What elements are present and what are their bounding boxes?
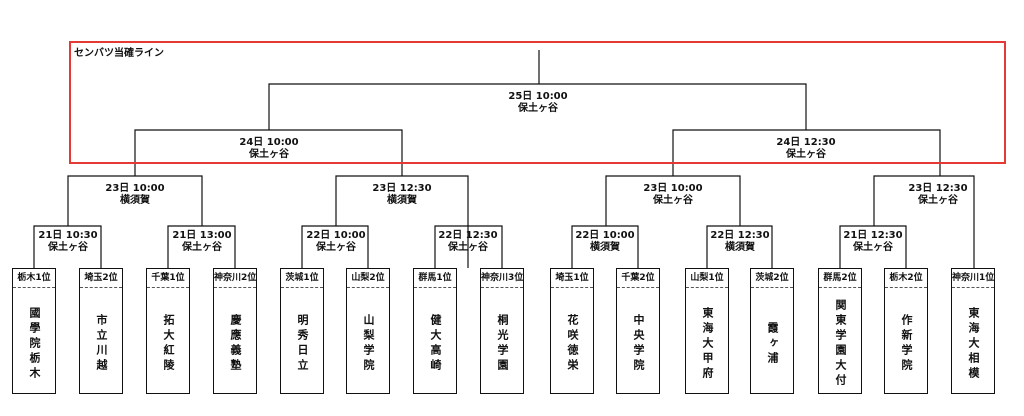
match-venue: 保土ヶ谷: [786, 149, 826, 160]
team-pref: 群馬1位: [414, 269, 456, 288]
senbatsu-line-label: センバツ当確ライン: [74, 48, 164, 59]
team-pref: 山梨2位: [347, 269, 389, 288]
team-box: 神奈川1位東海大相模: [951, 268, 995, 394]
team-pref: 埼玉2位: [80, 269, 122, 288]
match-venue: 横須賀: [725, 242, 755, 253]
team-pref: 神奈川3位: [481, 269, 523, 288]
team-pref: 群馬2位: [819, 269, 861, 288]
team-box: 山梨2位山梨学院: [346, 268, 390, 394]
team-box: 山梨1位東海大甲府: [685, 268, 729, 394]
match-venue: 横須賀: [387, 195, 417, 206]
match-date: 25日 10:00: [508, 91, 568, 102]
team-box: 千葉2位中央学院: [616, 268, 660, 394]
team-box: 埼玉2位市立川越: [79, 268, 123, 394]
match-venue: 横須賀: [120, 195, 150, 206]
team-name: 山梨学院: [362, 314, 375, 374]
team-name: 中央学院: [632, 314, 645, 374]
match-venue: 横須賀: [590, 242, 620, 253]
match-venue: 保土ヶ谷: [182, 242, 222, 253]
team-name: 國學院栃木: [28, 306, 41, 382]
team-pref: 茨城1位: [281, 269, 323, 288]
match-venue: 保土ヶ谷: [918, 195, 958, 206]
team-pref: 栃木1位: [13, 269, 55, 288]
team-box: 神奈川3位桐光学園: [480, 268, 524, 394]
team-pref: 栃木2位: [885, 269, 927, 288]
match-venue: 保土ヶ谷: [249, 149, 289, 160]
team-name: 明秀日立: [296, 314, 309, 374]
match-date: 22日 12:30: [710, 230, 770, 241]
team-name: 市立川越: [95, 314, 108, 374]
match-venue: 保土ヶ谷: [316, 242, 356, 253]
team-name: 霞ヶ浦: [766, 321, 779, 367]
match-date: 22日 10:00: [306, 230, 366, 241]
match-date: 24日 10:00: [239, 137, 299, 148]
match-venue: 保土ヶ谷: [653, 195, 693, 206]
team-pref: 茨城2位: [751, 269, 793, 288]
match-date: 22日 10:00: [575, 230, 635, 241]
match-date: 23日 10:00: [643, 183, 703, 194]
team-box: 群馬2位関東学園大付: [818, 268, 862, 394]
team-name: 拓大紅陵: [162, 314, 175, 374]
team-name: 桐光学園: [496, 314, 509, 374]
team-box: 千葉1位拓大紅陵: [146, 268, 190, 394]
match-venue: 保土ヶ谷: [448, 242, 488, 253]
match-venue: 保土ヶ谷: [853, 242, 893, 253]
team-name: 花咲徳栄: [566, 314, 579, 374]
team-name: 作新学院: [900, 314, 913, 374]
team-pref: 神奈川2位: [214, 269, 256, 288]
match-date: 21日 13:00: [172, 230, 232, 241]
team-pref: 千葉2位: [617, 269, 659, 288]
match-venue: 保土ヶ谷: [48, 242, 88, 253]
team-box: 群馬1位健大高崎: [413, 268, 457, 394]
match-date: 21日 12:30: [843, 230, 903, 241]
match-date: 22日 12:30: [438, 230, 498, 241]
team-pref: 埼玉1位: [551, 269, 593, 288]
team-pref: 山梨1位: [686, 269, 728, 288]
team-box: 栃木2位作新学院: [884, 268, 928, 394]
team-box: 茨城2位霞ヶ浦: [750, 268, 794, 394]
senbatsu-line-box: [69, 41, 1006, 164]
team-pref: 神奈川1位: [952, 269, 994, 288]
match-date: 21日 10:30: [38, 230, 98, 241]
team-name: 東海大相模: [967, 306, 980, 382]
team-name: 東海大甲府: [701, 306, 714, 382]
match-date: 23日 12:30: [372, 183, 432, 194]
team-name: 健大高崎: [429, 314, 442, 374]
match-venue: 保土ヶ谷: [518, 103, 558, 114]
team-pref: 千葉1位: [147, 269, 189, 288]
team-name: 関東学園大付: [834, 299, 847, 389]
team-box: 神奈川2位慶應義塾: [213, 268, 257, 394]
match-date: 23日 10:00: [105, 183, 165, 194]
match-date: 24日 12:30: [776, 137, 836, 148]
team-box: 茨城1位明秀日立: [280, 268, 324, 394]
team-box: 埼玉1位花咲徳栄: [550, 268, 594, 394]
match-date: 23日 12:30: [908, 183, 968, 194]
team-name: 慶應義塾: [229, 314, 242, 374]
team-box: 栃木1位國學院栃木: [12, 268, 56, 394]
